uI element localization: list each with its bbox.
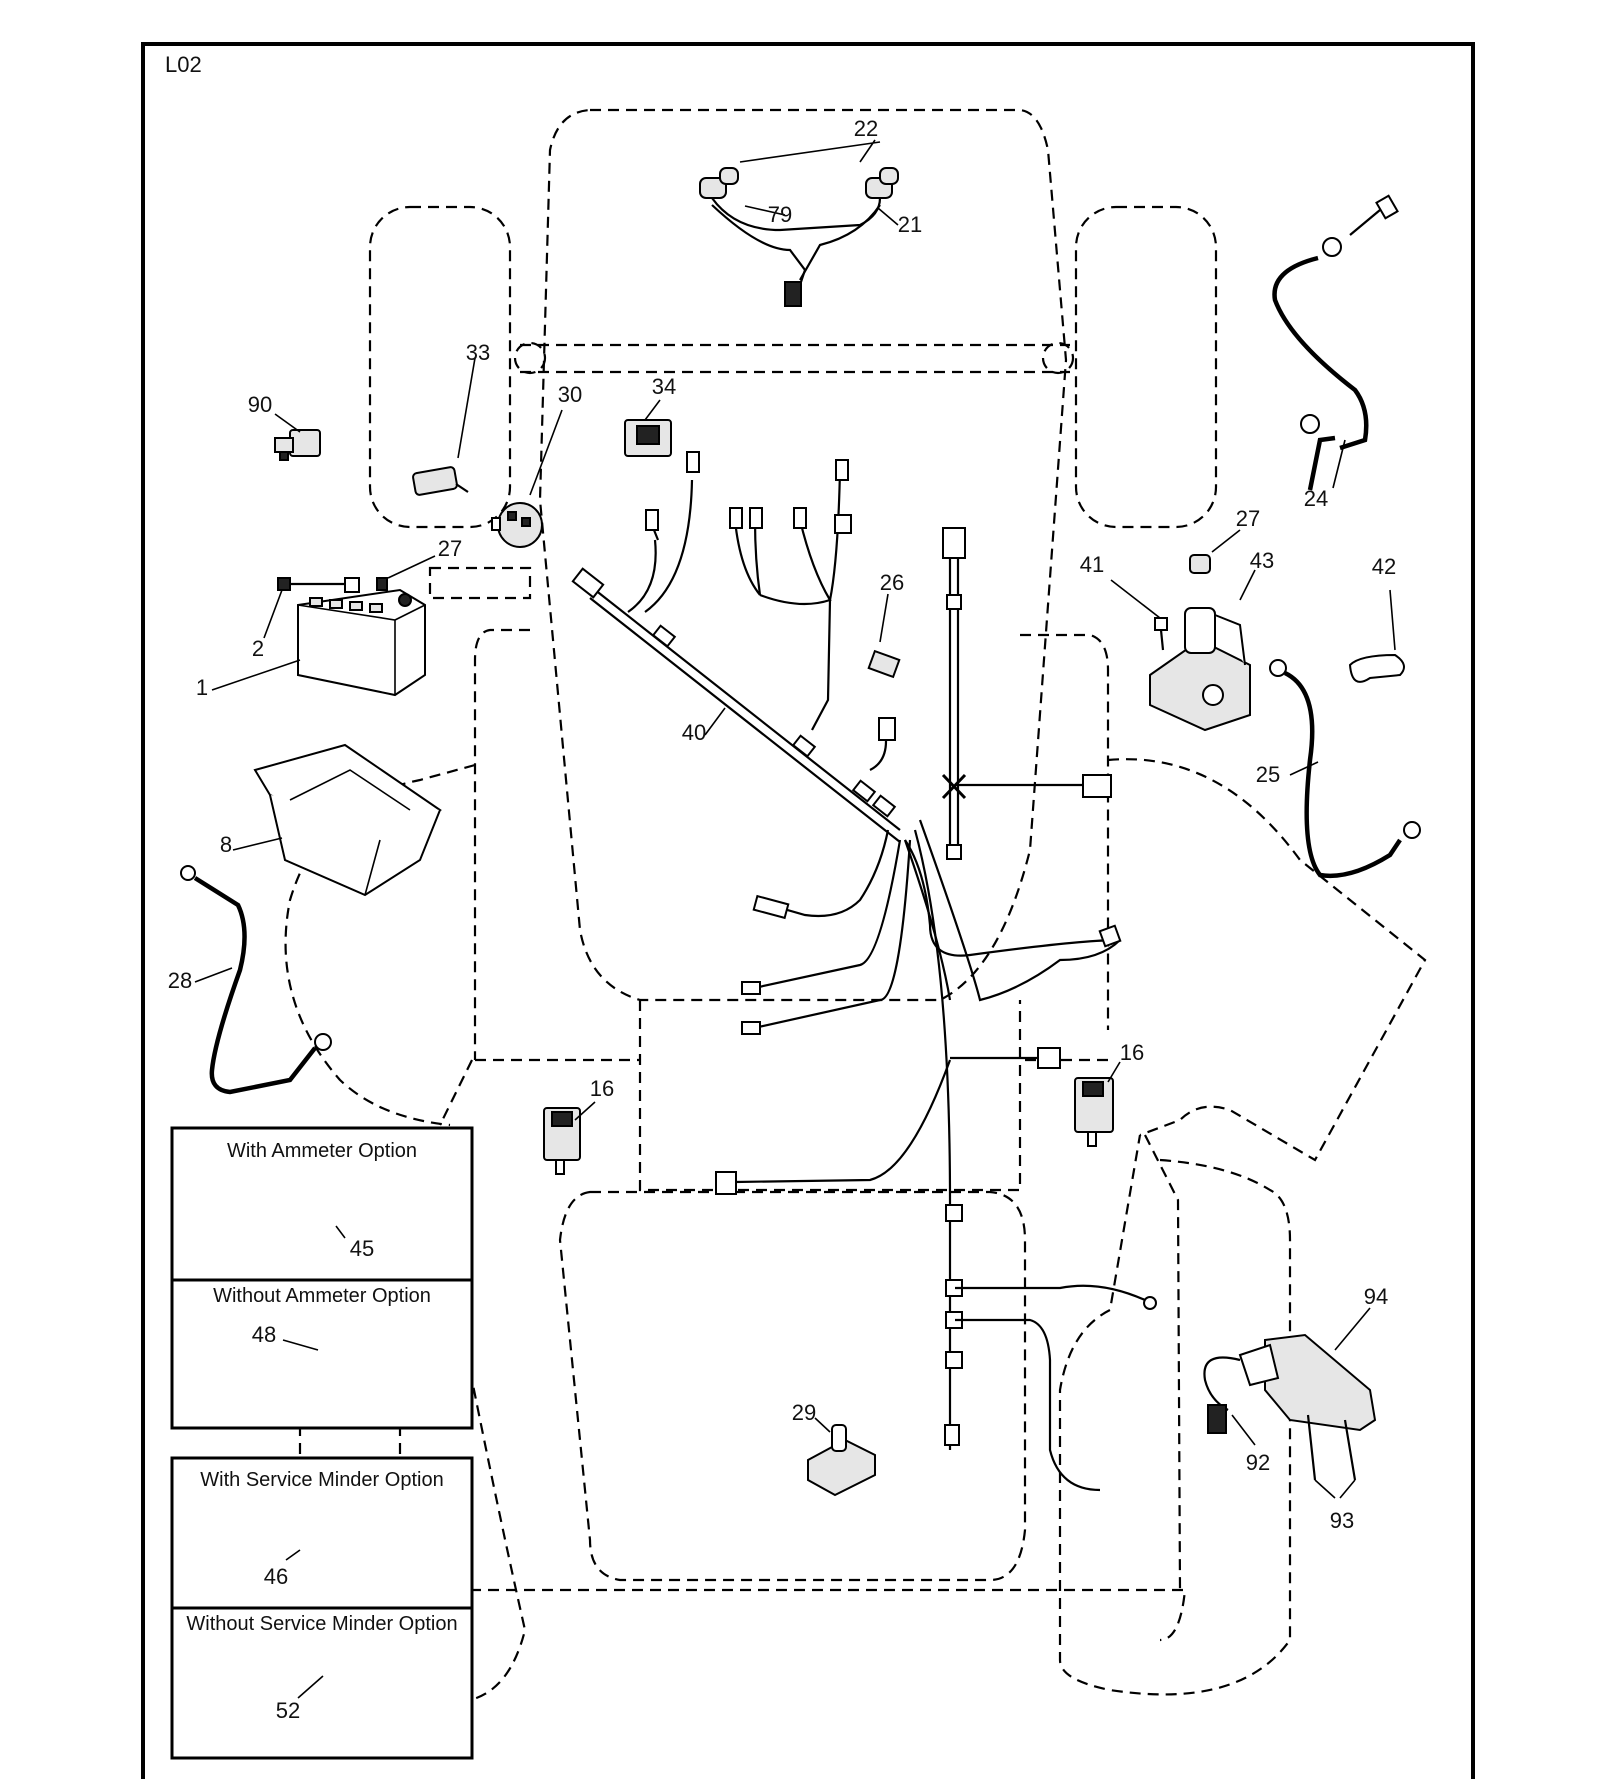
harness-connector — [729, 507, 743, 529]
ammeter-option-box: With Ammeter Option Without Ammeter Opti… — [170, 1126, 474, 1430]
part-label: 2 — [252, 636, 264, 661]
solenoid-bolt — [1154, 617, 1168, 651]
harness-connector — [1098, 924, 1122, 948]
part-labels: 22 79 21 24 90 33 30 34 27 2 1 8 28 26 4… — [168, 116, 1396, 1723]
part-label: 33 — [466, 340, 490, 365]
part-label: 25 — [1256, 762, 1280, 787]
service-minder-option-box: With Service Minder Option Without Servi… — [170, 1456, 474, 1760]
battery — [297, 588, 426, 697]
part-label: 42 — [1372, 554, 1396, 579]
part-label: 27 — [1236, 506, 1260, 531]
harness-connector — [1082, 774, 1112, 798]
part-label: 92 — [1246, 1450, 1270, 1475]
wire-terminal — [1143, 1296, 1157, 1310]
ignition-switch — [491, 502, 543, 548]
harness-sleeve — [945, 1351, 963, 1369]
part-label: 8 — [220, 832, 232, 857]
without-service-minder-label: Without Service Minder Option — [186, 1613, 457, 1635]
seat-switch-16a — [543, 1107, 581, 1175]
part-label: 16 — [590, 1076, 614, 1101]
harness-connector — [878, 717, 896, 741]
ignition-key — [412, 466, 469, 496]
diagram-frame — [141, 42, 1475, 1779]
headlight-assembly — [699, 167, 899, 307]
harness-connector — [571, 567, 605, 599]
part-label: 30 — [558, 382, 582, 407]
part-label: 94 — [1364, 1284, 1388, 1309]
part-label: 93 — [1330, 1508, 1354, 1533]
part-label: 46 — [264, 1564, 288, 1589]
harness-connector — [645, 509, 659, 531]
ground-cable-28 — [180, 865, 332, 1095]
part-label: 22 — [854, 116, 878, 141]
harness-connector — [942, 527, 966, 559]
without-ammeter-label: Without Ammeter Option — [213, 1285, 431, 1307]
harness-sleeve — [651, 624, 677, 648]
wiring-harness — [571, 451, 1157, 1492]
part-label: 52 — [276, 1698, 300, 1723]
part-label: 28 — [168, 968, 192, 993]
part-label: 43 — [1250, 548, 1274, 573]
part-label: 29 — [792, 1400, 816, 1425]
rocker-switch — [624, 419, 672, 457]
harness-connector — [1037, 1047, 1061, 1069]
part-label: 1 — [196, 675, 208, 700]
with-service-minder-label: With Service Minder Option — [200, 1469, 443, 1491]
part-label: 79 — [768, 202, 792, 227]
harness-connector — [741, 981, 761, 995]
leader-lines — [194, 139, 1396, 1699]
part-label: 16 — [1120, 1040, 1144, 1065]
part-label: 24 — [1304, 486, 1328, 511]
page-code: L02 — [165, 52, 202, 77]
harness-sleeve — [851, 779, 877, 803]
terminal-boot — [1348, 653, 1405, 683]
seat-switch-16b — [1074, 1077, 1114, 1147]
harness-connector — [834, 514, 852, 534]
with-ammeter-label: With Ammeter Option — [227, 1140, 417, 1162]
part-label: 41 — [1080, 552, 1104, 577]
fuse — [867, 649, 901, 679]
part-label: 21 — [898, 212, 922, 237]
harness-connector — [741, 1021, 761, 1035]
harness-sleeve — [946, 594, 962, 610]
harness-sleeve — [946, 844, 962, 860]
harness-sleeve — [791, 734, 817, 758]
switch-90 — [274, 429, 321, 461]
harness-connector — [835, 459, 849, 481]
part-label: 34 — [652, 374, 676, 399]
harness-connector — [793, 507, 807, 529]
harness-connector — [715, 1171, 737, 1195]
battery-bolt — [277, 577, 388, 593]
solenoid — [1149, 607, 1251, 732]
battery-cable-25 — [1269, 659, 1421, 878]
module-94 — [1203, 1333, 1377, 1481]
harness-sleeve — [945, 1204, 963, 1222]
harness-connector — [749, 507, 763, 529]
part-label: 45 — [350, 1236, 374, 1261]
part-label: 48 — [252, 1322, 276, 1347]
part-label: 40 — [682, 720, 706, 745]
harness-sleeve — [871, 794, 897, 818]
part-label: 90 — [248, 392, 272, 417]
pto-switch — [807, 1424, 876, 1497]
part-label: 26 — [880, 570, 904, 595]
battery-tray — [253, 743, 442, 897]
part-label: 27 — [438, 536, 462, 561]
harness-connector — [686, 451, 700, 473]
harness-connector — [752, 894, 790, 920]
harness-connector — [944, 1424, 960, 1446]
solenoid-nut — [1189, 554, 1211, 574]
battery-cable-24 — [1272, 194, 1399, 491]
